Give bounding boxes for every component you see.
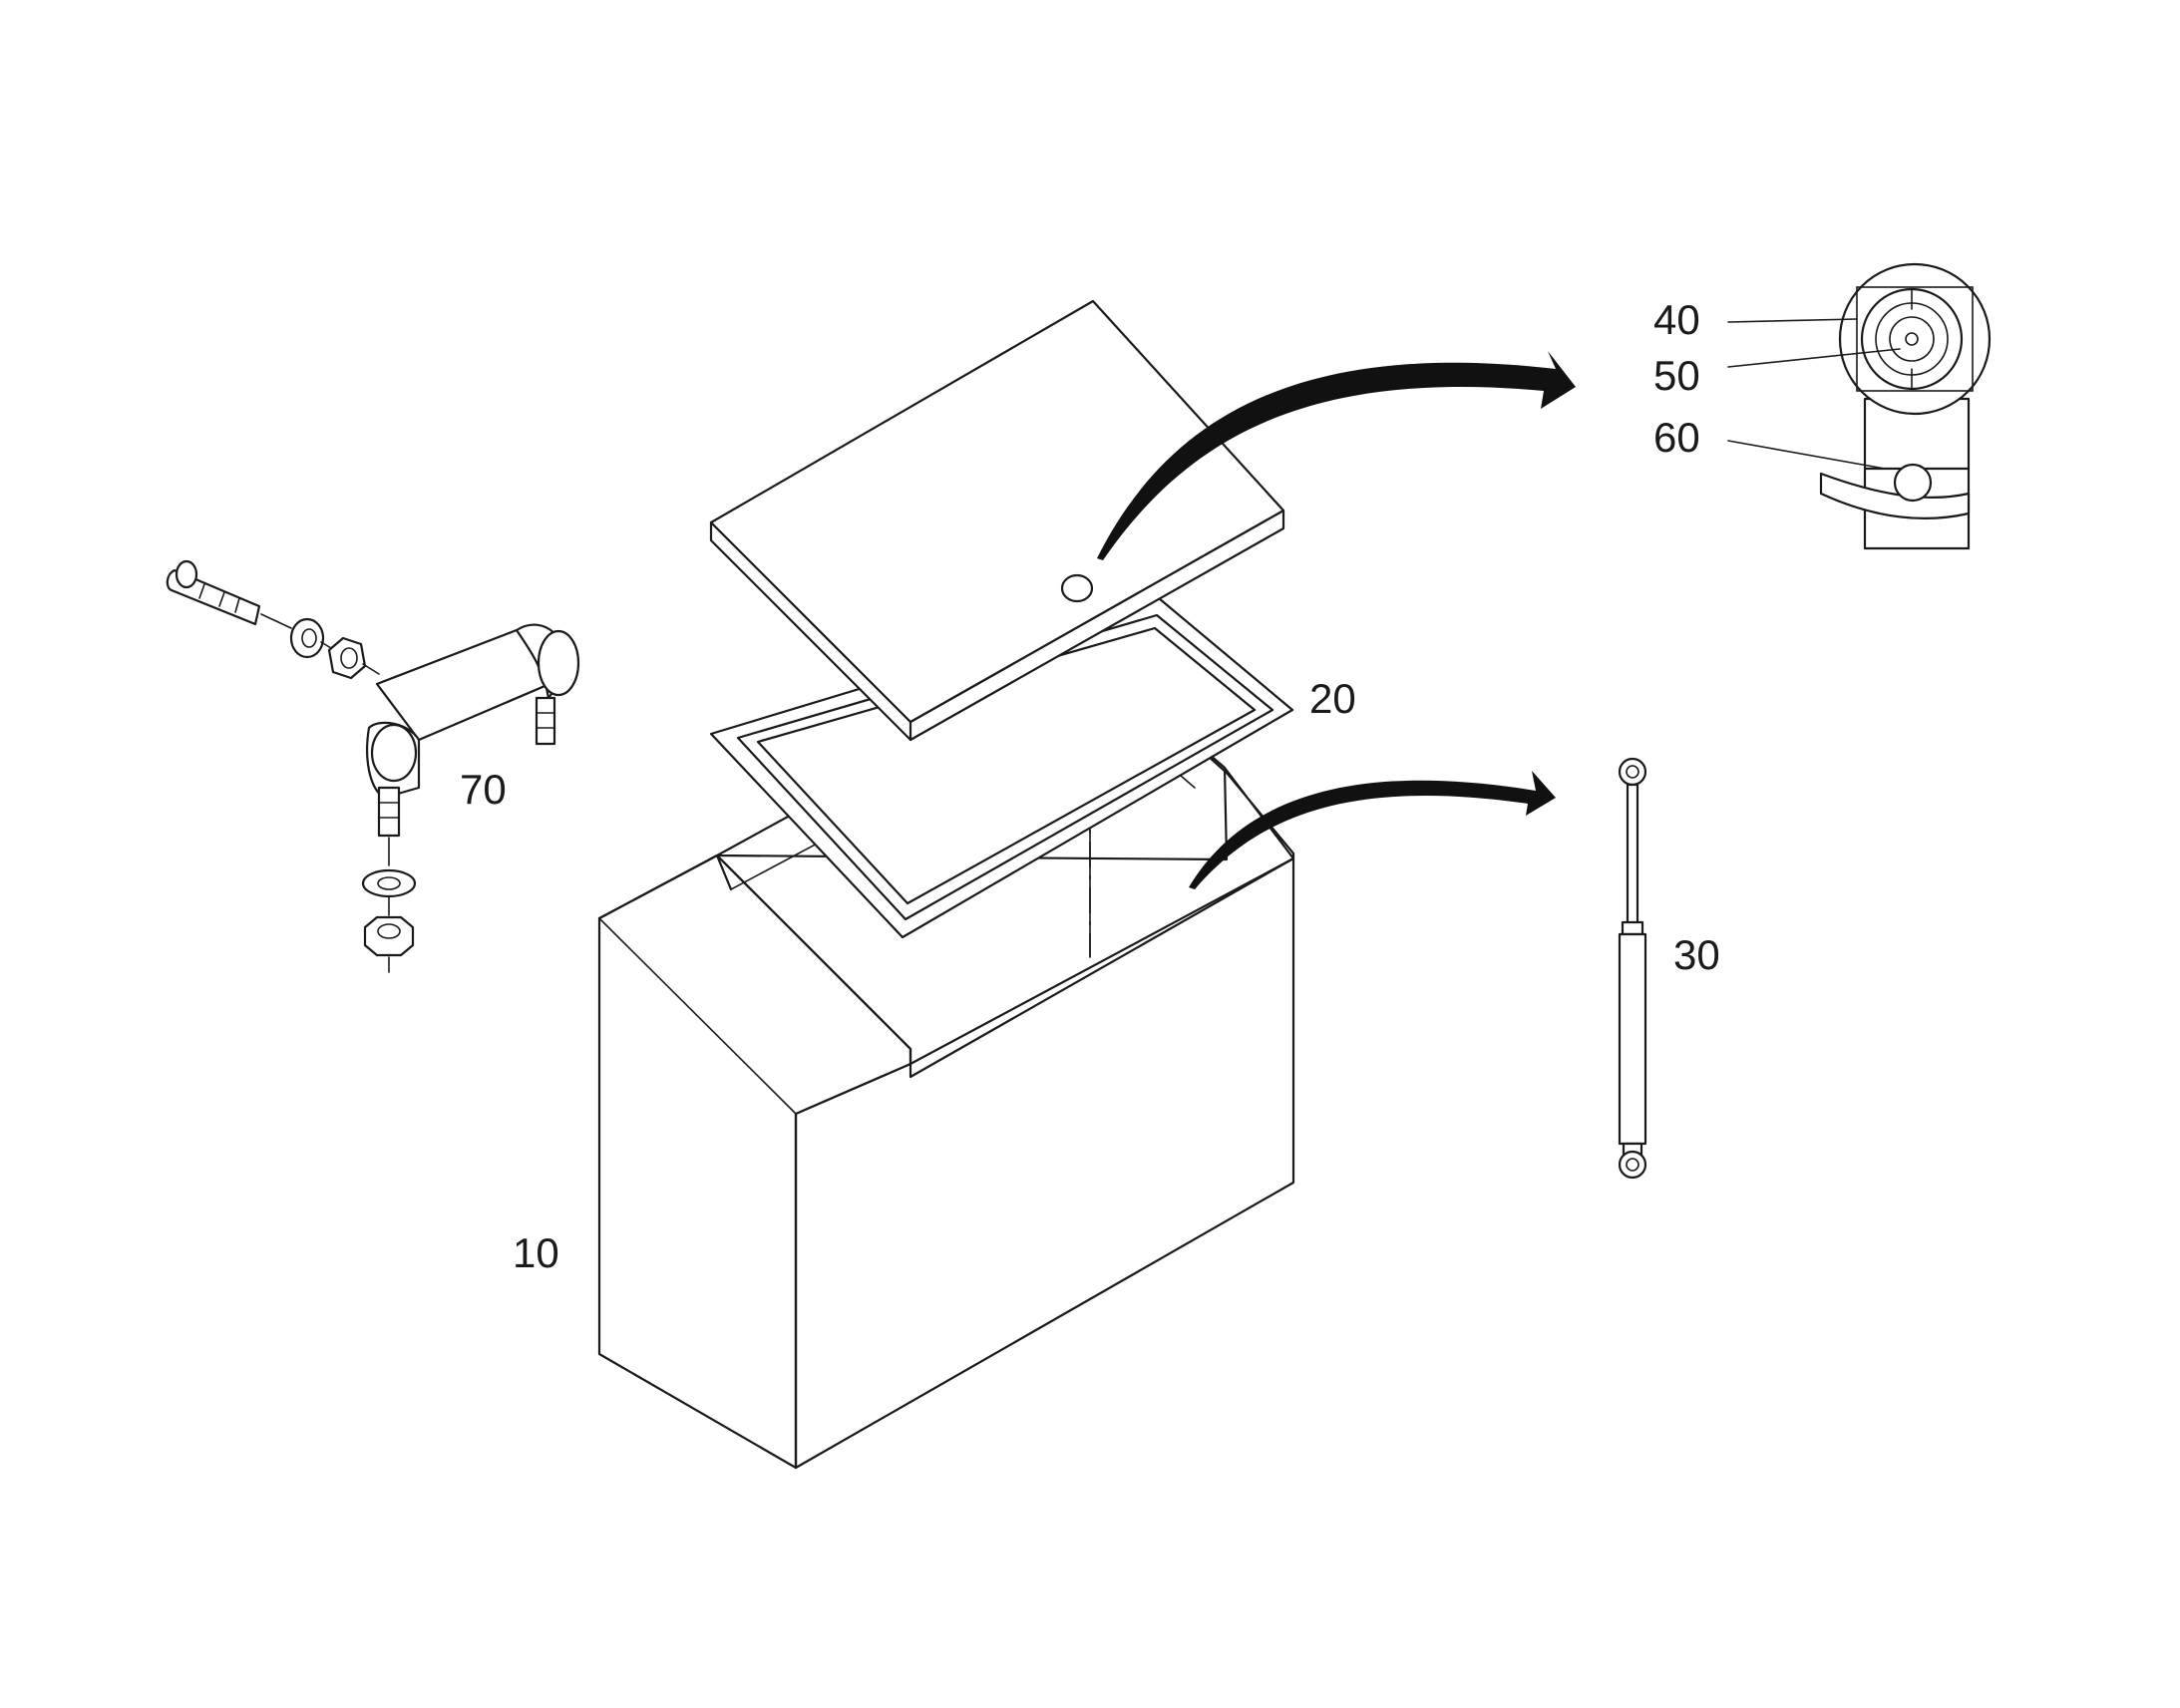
gas-spring-detail-arrow [1189,771,1556,889]
callout-60: 60 [1653,414,1700,461]
callout-10: 10 [513,1229,559,1276]
callout-40: 40 [1653,296,1700,343]
lock-cylinder-detail [1819,262,1992,550]
callout-50: 50 [1653,352,1700,399]
gas-spring [1618,757,1647,1180]
gasket-frame [709,596,1294,939]
leader-40 [1727,318,1858,323]
leader-50 [1727,348,1901,368]
lid [709,299,1285,742]
callout-20: 20 [1309,675,1356,722]
callout-70: 70 [460,766,507,813]
callout-30: 30 [1673,931,1720,978]
lock-detail-arrow [1097,351,1576,560]
leader-60 [1727,440,1886,470]
hinge-assembly [166,559,580,973]
